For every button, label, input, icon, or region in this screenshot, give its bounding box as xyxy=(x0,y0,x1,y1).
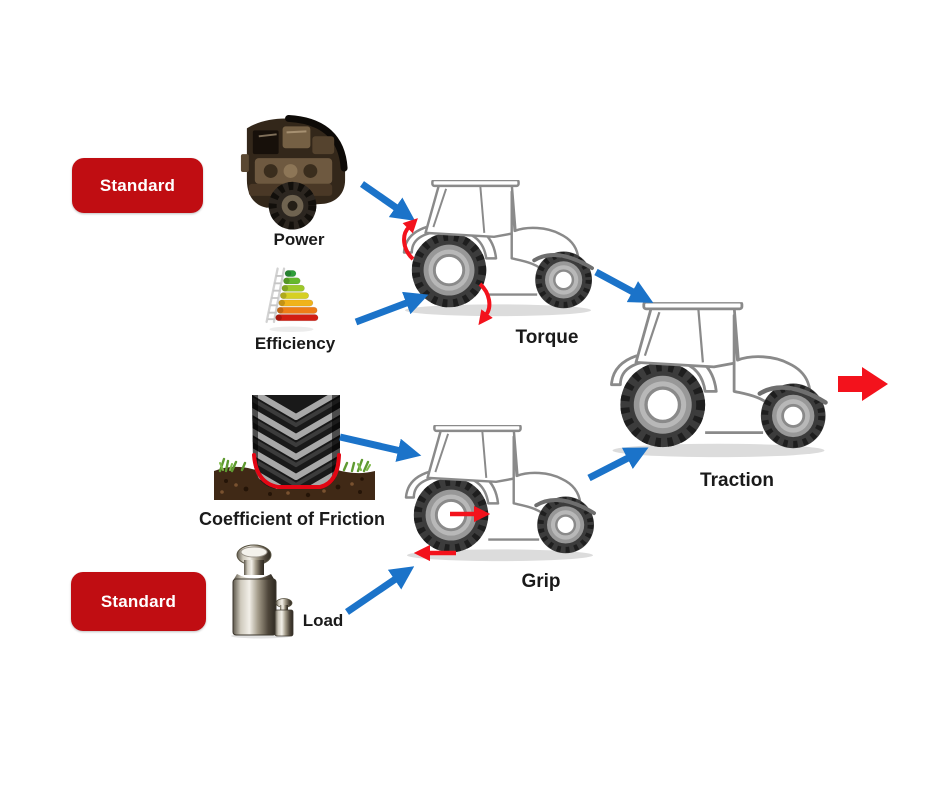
arrow-power-to-torque xyxy=(360,181,416,221)
tractor-grip-illustration xyxy=(402,425,598,567)
coefficient-of-friction-label: Coefficient of Friction xyxy=(199,509,385,529)
grip-label: Grip xyxy=(521,571,561,592)
arrow-load-to-grip xyxy=(345,566,415,615)
tractor-traction-illustration xyxy=(607,302,830,464)
standard-badge-top-label: Standard xyxy=(99,175,176,195)
load-label: Load xyxy=(302,611,344,630)
standard-badge-bottom-label: Standard xyxy=(100,591,177,611)
torque-label: Torque xyxy=(515,327,579,348)
tractor-torque-illustration xyxy=(400,180,596,322)
tire-soil-icon xyxy=(214,395,375,500)
standard-badge-bottom: Standard xyxy=(71,572,206,631)
efficiency-rating-icon xyxy=(265,267,319,333)
arrow-torque-to-traction xyxy=(594,268,654,303)
traction-label: Traction xyxy=(700,470,774,491)
power-label: Power xyxy=(273,230,325,249)
efficiency-label: Efficiency xyxy=(254,334,336,353)
engine-icon xyxy=(240,114,348,230)
calibration-weights-icon xyxy=(231,544,294,639)
traction-output-arrow-icon xyxy=(838,367,888,401)
standard-badge-top: Standard xyxy=(72,158,203,213)
